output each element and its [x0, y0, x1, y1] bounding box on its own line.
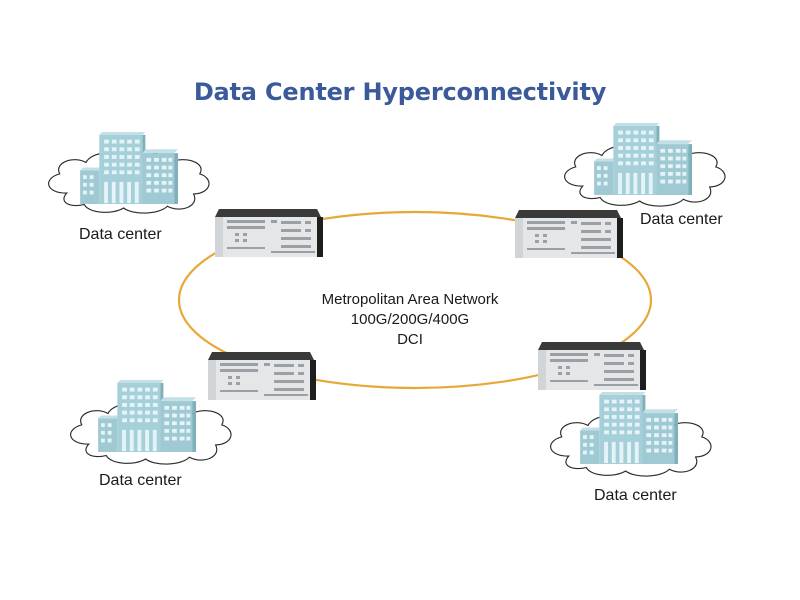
network-chassis-icon [215, 209, 323, 257]
network-chassis-icon [515, 210, 623, 258]
data-center-top-left [47, 132, 210, 214]
data-center-label-bottom-left: Data center [99, 472, 182, 489]
network-type: DCI [397, 331, 423, 348]
network-chassis-icon [538, 342, 646, 390]
data-center-bottom-left [69, 380, 232, 465]
network-chassis-icon [208, 352, 316, 400]
network-name: Metropolitan Area Network [321, 291, 499, 308]
data-center-label-bottom-right: Data center [594, 487, 677, 504]
building-icon [580, 392, 679, 464]
data-center-label-top-left: Data center [79, 226, 162, 243]
data-center-bottom-right [549, 392, 712, 477]
diagram-title: Data Center Hyperconnectivity [193, 78, 607, 106]
building-icon [80, 132, 179, 204]
network-speeds: 100G/200G/400G [350, 311, 470, 328]
building-icon [594, 123, 693, 195]
data-center-top-right [563, 123, 726, 207]
data-center-label-top-right: Data center [640, 211, 723, 228]
man-ring-link [177, 210, 653, 390]
building-icon [98, 380, 197, 452]
network-description: Metropolitan Area Network 100G/200G/400G… [280, 290, 540, 350]
